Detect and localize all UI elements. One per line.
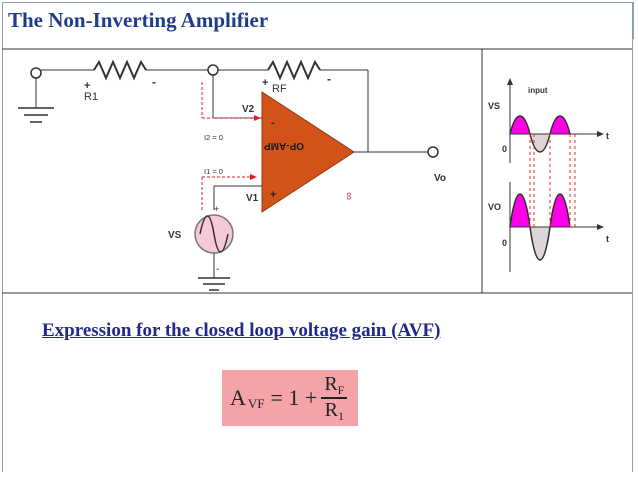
waveform-vs-t: t [606,131,609,141]
waveform-vo-zero: 0 [502,238,507,248]
input-label: input [528,86,548,95]
output-terminal-node [427,146,439,158]
i2-label: I2 = 0 [204,133,223,142]
formula-lhs-subscript: VF [247,396,265,411]
formula-numerator: R [324,373,338,396]
rf-minus-sign: - [327,72,331,86]
slide-frame-right [632,2,633,472]
resistor-rf [267,59,321,81]
circuit-diagram: + R1 - + RF - V2 I2 = 0 OP-AMP - + AV = … [2,48,632,294]
opamp-plus-sign: + [270,189,276,201]
formula-lhs: A [230,385,246,410]
slide-title: The Non-Inverting Amplifier [8,8,269,32]
slide-frame-left [2,2,3,472]
gain-label: AV = [286,194,308,205]
expression-heading: Expression for the closed loop voltage g… [42,320,441,341]
formula-fraction: RF R1 [321,373,348,423]
input-terminal-node [30,67,42,79]
opamp-label: OP-AMP [264,140,304,151]
ac-source-icon [194,214,234,254]
formula-denominator: R [324,398,339,421]
ground-symbol-left [18,107,54,123]
vo-label: Vo [434,173,446,184]
waveform-vs-label: VS [488,101,500,111]
waveform-vo-label: VO [488,202,501,212]
formula-denominator-subscript: 1 [338,408,345,423]
opamp-minus-sign: - [271,117,275,129]
i1-label: I1 = 0 [204,167,223,176]
v1-label: V1 [246,193,259,204]
r1-plus-sign: + [84,80,90,92]
vs-source-label: VS [168,230,182,241]
r1-minus-sign: - [152,75,156,89]
resistor-r1 [93,59,147,81]
fraction-bar [321,397,348,399]
rf-label: RF [272,83,287,95]
vs-minus-sign: - [216,264,219,275]
infinity-symbol: ∞ [343,192,355,200]
opamp-triangle [261,91,355,213]
current-i1-arrow [201,174,257,210]
formula-equals: = 1 + [270,385,318,410]
waveform-vs-zero: 0 [502,144,507,154]
formula-numerator-subscript: F [337,383,345,398]
vs-plus-sign: + [214,204,219,214]
waveform-vo-t: t [606,234,609,244]
ground-symbol-source [198,277,230,291]
rf-plus-sign: + [262,77,268,89]
v2-label: V2 [242,104,255,115]
current-i2-arrow [201,82,261,121]
v2-node [207,64,219,76]
r1-label: R1 [84,91,98,103]
